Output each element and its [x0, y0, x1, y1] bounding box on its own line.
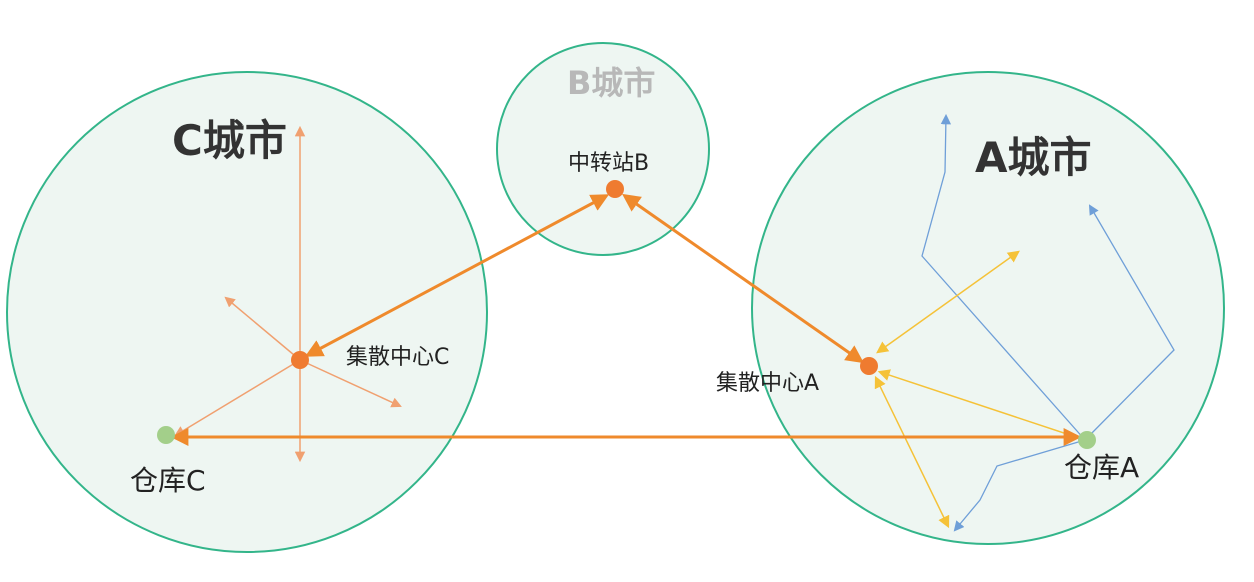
transfer-station-b-node — [606, 180, 624, 198]
hub-a-node — [860, 357, 878, 375]
city-a-title: A城市 — [975, 133, 1092, 182]
city-c-local-routes — [174, 125, 402, 463]
warehouse-c-node — [157, 426, 175, 444]
warehouse-c-label: 仓库C — [130, 464, 206, 497]
yellow-route-hub-to-upper-right — [876, 250, 1020, 354]
hub-c-label: 集散中心C — [346, 345, 449, 370]
city-b-title: B城市 — [567, 64, 655, 102]
c-route-upper-left — [224, 296, 301, 361]
warehouse-a-node — [1078, 431, 1096, 449]
city-c-title: C城市 — [172, 116, 287, 165]
yellow-route-hub-to-bottom — [874, 375, 950, 529]
hub-a-label: 集散中心A — [716, 371, 819, 396]
main-routes — [170, 193, 1082, 446]
blue-route-2 — [1084, 204, 1175, 441]
route-transfer-b-hub-a — [622, 193, 864, 364]
transfer-station-b-label: 中转站B — [568, 151, 649, 176]
route-hub-c-transfer-b — [304, 194, 610, 357]
c-route-to-warehouse-c — [174, 359, 301, 437]
warehouse-a-label: 仓库A — [1064, 451, 1139, 484]
blue-route-3 — [953, 439, 1086, 532]
c-route-lower-right — [299, 359, 402, 408]
hub-c-node — [291, 351, 309, 369]
